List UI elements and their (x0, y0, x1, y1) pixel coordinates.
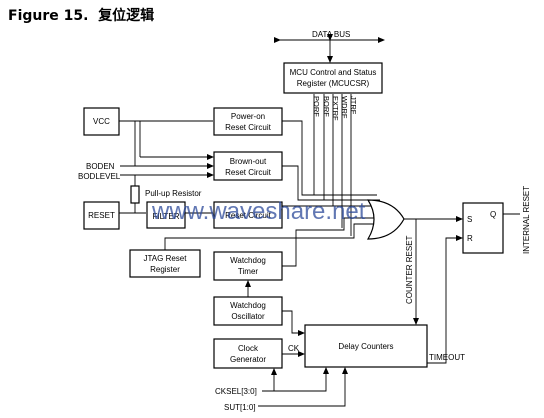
clock-gen-label-2: Generator (230, 355, 266, 364)
jtag-output-wire (164, 223, 380, 250)
watermark: www.waveshare.net (151, 198, 366, 225)
reset-circuit-block (213, 201, 283, 229)
power-on-output-wire (282, 120, 377, 196)
ff-r-label: R (467, 234, 473, 243)
figure-title: Figure 15. 复位逻辑 (8, 5, 154, 25)
watchdog-osc-label-1: Watchdog (230, 301, 266, 310)
cksel-label: CKSEL[3:0] (215, 387, 257, 396)
watchdog-timer-block (213, 251, 283, 281)
pullup-resistor (130, 185, 140, 204)
ck-label: CK (288, 344, 300, 353)
mcucsr-label-1: MCU Control and Status (290, 68, 377, 77)
jtag-reset-register-block (129, 249, 201, 278)
ff-s-label: S (467, 215, 472, 224)
brown-out-reset-block (213, 151, 283, 181)
timeout-label: TIMEOUT (429, 353, 465, 362)
osc-to-delay-wire (282, 310, 305, 336)
watchdog-output-wire (282, 217, 380, 267)
watchdog-osc-label-2: Oscillator (231, 312, 265, 321)
mcucsr-label-2: Register (MCUCSR) (297, 79, 370, 88)
power-on-label-1: Power-on (231, 112, 265, 121)
timeout-wire (427, 235, 463, 364)
cksel-to-clock-wire (262, 368, 277, 392)
sut-to-delay-wire (258, 367, 348, 407)
delay-counters-block (304, 324, 428, 368)
or-gate (366, 199, 405, 240)
jtag-label-2: Register (150, 265, 180, 274)
bodlevel-label: BODLEVEL (78, 172, 121, 181)
flag-borf: BORF (322, 96, 331, 117)
sut-label: SUT[1:0] (224, 403, 256, 412)
watchdog-timer-label-1: Watchdog (230, 256, 266, 265)
figure-number: Figure 15. (8, 8, 89, 24)
counter-reset-label: COUNTER RESET (405, 235, 414, 304)
sr-flip-flop (462, 202, 504, 254)
clock-generator-block (213, 338, 283, 369)
reset-circuit-label: Reset Circuit (225, 211, 272, 220)
ff-q-label: Q (490, 210, 496, 219)
power-on-reset-block (213, 107, 283, 136)
mcucsr-block (283, 62, 383, 94)
brown-out-label-1: Brown-out (230, 157, 267, 166)
brown-out-output-wire (282, 165, 380, 201)
delay-counters-label: Delay Counters (338, 342, 393, 351)
clock-gen-label-1: Clock (238, 344, 259, 353)
watchdog-oscillator-block (213, 296, 283, 326)
reset-pin-block (83, 201, 120, 230)
flag-jtrf: JTRF (349, 96, 358, 115)
flag-porf: PORF (312, 96, 321, 117)
vcc-label: VCC (93, 117, 110, 126)
vcc-block (83, 107, 120, 136)
spike-filter-block (146, 201, 186, 229)
spike-filter-label: FILTER (153, 212, 180, 221)
brown-out-label-2: Reset Circuit (225, 168, 272, 177)
cksel-to-delay-wire (274, 367, 329, 392)
reset-pin-label: RESET (88, 211, 115, 220)
boden-label: BODEN (86, 162, 115, 171)
flag-wdrf: WDRF (340, 96, 349, 119)
jtag-label-1: JTAG Reset (144, 254, 188, 263)
flag-extrf: EXTRF (331, 96, 340, 121)
power-on-label-2: Reset Circuit (225, 123, 272, 132)
watchdog-timer-label-2: Timer (238, 267, 258, 276)
data-bus-label: DATA BUS (312, 30, 350, 39)
internal-reset-label: INTERNAL RESET (522, 186, 531, 254)
pullup-label: Pull-up Resistor (145, 189, 202, 198)
figure-caption: 复位逻辑 (98, 8, 155, 24)
